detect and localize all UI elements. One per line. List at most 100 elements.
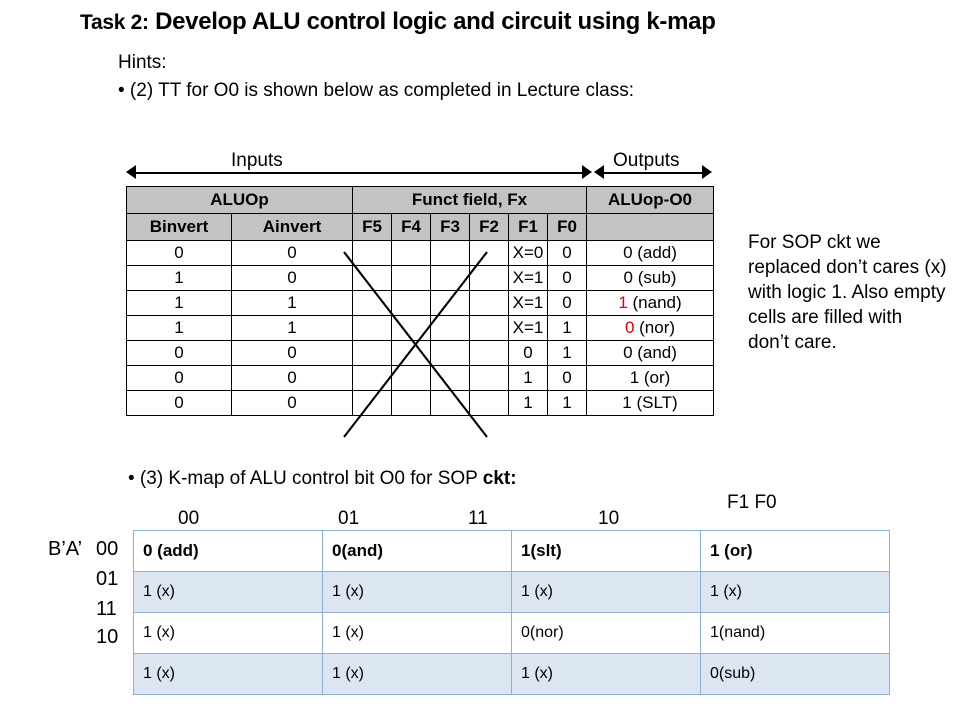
- truth-table-column-header-row: Binvert Ainvert F5 F4 F3 F2 F1 F0: [126, 213, 714, 241]
- cell-f5: [352, 315, 392, 341]
- kmap-cell: 1 (x): [511, 653, 701, 695]
- outputs-arrow-line: [603, 172, 703, 174]
- output-value-red: 1: [618, 293, 628, 312]
- cell-f1: 1: [508, 365, 548, 391]
- cell-f4: [391, 340, 431, 366]
- cell-f0: 0: [547, 365, 587, 391]
- kmap-heading-plain: • (3) K-map of ALU control bit O0 for SO…: [128, 468, 483, 489]
- kmap-cell: 1 (x): [133, 612, 323, 654]
- cell-f1: 1: [508, 390, 548, 416]
- inputs-arrow-label: Inputs: [226, 150, 288, 172]
- cell-ainvert: 0: [231, 365, 353, 391]
- cell-f3: [430, 265, 470, 291]
- kmap-cell: 1 (or): [700, 530, 890, 572]
- cell-output: 0 (sub): [586, 265, 714, 291]
- cell-f2: [469, 390, 509, 416]
- cell-f0: 1: [547, 315, 587, 341]
- kmap-row-label-01: 01: [96, 568, 119, 590]
- cell-output: 0 (nor): [586, 315, 714, 341]
- cell-ainvert: 0: [231, 265, 353, 291]
- cell-f0: 1: [547, 390, 587, 416]
- column-header-binvert: Binvert: [126, 213, 232, 241]
- cell-f2: [469, 265, 509, 291]
- cell-f5: [352, 240, 392, 266]
- kmap-cell: 0(and): [322, 530, 512, 572]
- inputs-outputs-arrow-band: Inputs Outputs: [126, 150, 712, 184]
- cell-f1: 0: [508, 340, 548, 366]
- kmap-col-label-01: 01: [338, 508, 360, 529]
- kmap-cell: 1(slt): [511, 530, 701, 572]
- kmap-axis-label-rows: B’A’: [48, 538, 83, 560]
- side-note: For SOP ckt we replaced don’t cares (x) …: [748, 232, 947, 353]
- cell-output: 1 (SLT): [586, 390, 714, 416]
- cell-f2: [469, 365, 509, 391]
- kmap-heading-bold: ckt:: [482, 468, 517, 489]
- kmap-cell: 1 (x): [322, 571, 512, 613]
- cell-f1: X=1: [508, 290, 548, 316]
- cell-f5: [352, 340, 392, 366]
- cell-ainvert: 0: [231, 390, 353, 416]
- kmap-row: 0 (add)0(and)1(slt)1 (or): [133, 530, 890, 572]
- cell-f3: [430, 240, 470, 266]
- inputs-arrow-right-head: [582, 165, 592, 179]
- cell-f0: 0: [547, 240, 587, 266]
- cell-f4: [391, 290, 431, 316]
- cell-ainvert: 1: [231, 290, 353, 316]
- kmap-row-label-11: 11: [96, 598, 117, 620]
- page-title: Task 2: Develop ALU control logic and ci…: [80, 8, 940, 36]
- cell-f1: X=1: [508, 315, 548, 341]
- hint-item-2: • (2) TT for O0 is shown below as comple…: [118, 80, 635, 101]
- cell-binvert: 1: [126, 265, 232, 291]
- kmap-cell: 1 (x): [511, 571, 701, 613]
- output-value-red: 0: [624, 318, 635, 337]
- column-header-f5: F5: [352, 213, 392, 241]
- cell-f5: [352, 365, 392, 391]
- column-header-f1: F1: [508, 213, 548, 241]
- cell-output: 1 (or): [586, 365, 714, 391]
- cell-f4: [391, 390, 431, 416]
- cell-f3: [430, 365, 470, 391]
- cell-f3: [430, 290, 470, 316]
- kmap-row: 1 (x)1 (x)0(nor)1(nand): [133, 612, 890, 654]
- kmap-col-label-00: 00: [178, 508, 200, 529]
- kmap-body: 0 (add)0(and)1(slt)1 (or)1 (x)1 (x)1 (x)…: [133, 530, 890, 695]
- column-header-f0: F0: [547, 213, 587, 241]
- cell-ainvert: 0: [231, 240, 353, 266]
- cell-ainvert: 0: [231, 340, 353, 366]
- cell-output: 0 (add): [586, 240, 714, 266]
- cell-binvert: 0: [126, 240, 232, 266]
- outputs-arrow-right-head: [702, 165, 712, 179]
- cell-f0: 0: [547, 290, 587, 316]
- cell-f4: [391, 315, 431, 341]
- column-header-f3: F3: [430, 213, 470, 241]
- kmap-axis-label-columns: F1 F0: [727, 492, 777, 513]
- truth-table-head: ALUOp Funct field, Fx ALUop-O0 Binvert A…: [126, 186, 714, 241]
- cell-output: 0 (and): [586, 340, 714, 366]
- cell-binvert: 0: [126, 390, 232, 416]
- column-header-f4: F4: [391, 213, 431, 241]
- cell-binvert: 1: [126, 290, 232, 316]
- page-title-text: Develop ALU control logic and circuit us…: [148, 8, 716, 35]
- cell-f2: [469, 340, 509, 366]
- kmap-cell: 1 (x): [322, 612, 512, 654]
- kmap-row: 1 (x)1 (x)1 (x)1 (x): [133, 571, 890, 613]
- kmap-row: 1 (x)1 (x)1 (x)0(sub): [133, 653, 890, 695]
- kmap-cell: 1 (x): [133, 571, 323, 613]
- cell-f4: [391, 365, 431, 391]
- cell-f2: [469, 290, 509, 316]
- cell-f1: X=0: [508, 240, 548, 266]
- kmap-table: 0 (add)0(and)1(slt)1 (or)1 (x)1 (x)1 (x)…: [133, 530, 890, 695]
- cell-binvert: 0: [126, 365, 232, 391]
- kmap-cell: 1(nand): [700, 612, 890, 654]
- kmap-cell: 0(sub): [700, 653, 890, 695]
- column-header-output-blank: [586, 213, 714, 241]
- kmap-col-label-11: 11: [468, 508, 488, 529]
